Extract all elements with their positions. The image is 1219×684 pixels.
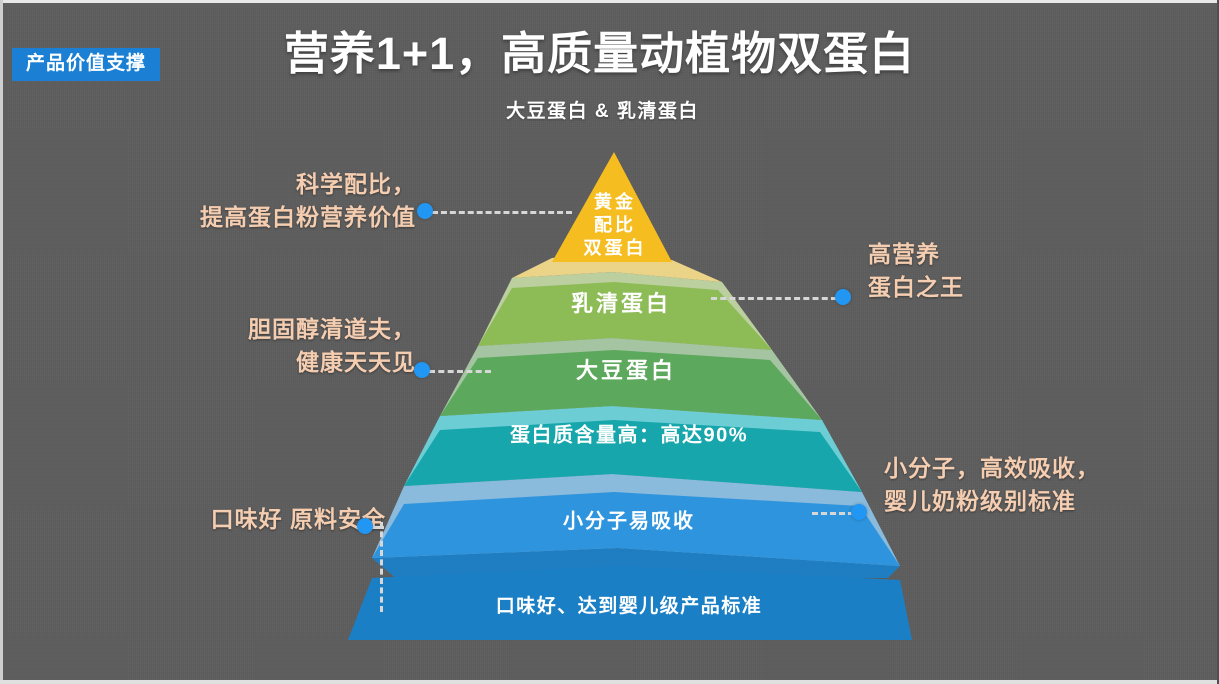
slide-border-left — [0, 0, 3, 684]
tier-3-shape[interactable] — [440, 350, 822, 420]
connector-line-1 — [432, 211, 572, 214]
connector-dot-1 — [417, 203, 433, 219]
connector-dot-2 — [414, 362, 430, 378]
page-subtitle: 大豆蛋白 & 乳清蛋白 — [0, 96, 1219, 123]
callout-left-bottom-line-1: 口味好 原料安全 — [210, 506, 386, 532]
callout-left-top-line-2: 提高蛋白粉营养价值 — [200, 203, 416, 230]
slide-border-right — [1217, 0, 1219, 684]
callout-left-middle-line-2: 健康天天见 — [296, 348, 416, 375]
callout-right-top: 高营养 蛋白之王 — [868, 238, 1088, 303]
callout-left-middle-line-1: 胆固醇清道夫， — [248, 316, 416, 342]
connector-dot-3 — [357, 518, 373, 534]
tier-2-shape[interactable] — [478, 282, 772, 350]
tier-5-shape[interactable] — [372, 492, 900, 566]
tier-4-label: 蛋白质含量高：高达90% — [510, 422, 748, 446]
tier-3-label: 大豆蛋白 — [576, 358, 676, 383]
callout-left-top: 科学配比， 提高蛋白粉营养价值 — [96, 168, 416, 233]
tier-5-label: 小分子易吸收 — [563, 508, 695, 532]
callout-right-bottom-line-2: 婴儿奶粉级别标准 — [884, 487, 1076, 514]
slide-border-top — [0, 0, 1219, 3]
tier-6-label: 口味好、达到婴儿级产品标准 — [496, 594, 763, 617]
callout-right-bottom-line-1: 小分子，高效吸收， — [884, 455, 1100, 481]
connector-line-3-horizontal — [372, 526, 384, 529]
callout-right-top-line-1: 高营养 — [868, 241, 940, 267]
tier-6-shape[interactable] — [348, 566, 912, 640]
page-subtitle-text: 大豆蛋白 & 乳清蛋白 — [506, 101, 699, 122]
tier-1-label-line-2: 配比 — [594, 215, 636, 235]
callout-left-bottom: 口味好 原料安全 — [110, 503, 386, 536]
connector-line-3-vertical — [380, 522, 383, 612]
tier-1-shape[interactable] — [552, 152, 672, 262]
connector-line-4 — [711, 297, 837, 300]
callout-left-top-line-1: 科学配比， — [296, 171, 416, 197]
connector-dot-4 — [835, 289, 851, 305]
callout-right-top-line-2: 蛋白之王 — [868, 273, 964, 300]
callout-right-bottom: 小分子，高效吸收， 婴儿奶粉级别标准 — [884, 452, 1174, 517]
tier-1-label-line-1: 黄金 — [594, 191, 636, 212]
connector-line-2 — [429, 370, 491, 373]
page-title: 营养1+1，高质量动植物双蛋白 — [0, 26, 1219, 82]
tier-1-label-line-3: 双蛋白 — [584, 237, 647, 258]
tier-4-shape[interactable] — [404, 420, 862, 492]
callout-left-middle: 胆固醇清道夫， 健康天天见 — [80, 313, 416, 378]
page-title-text: 营养1+1，高质量动植物双蛋白 — [283, 28, 916, 79]
connector-dot-5 — [851, 504, 867, 520]
connector-line-5 — [812, 512, 854, 515]
section-badge: 产品价值支撑 — [12, 48, 161, 81]
slide-border-bottom — [0, 680, 1219, 684]
tier-2-label: 乳清蛋白 — [571, 291, 671, 316]
